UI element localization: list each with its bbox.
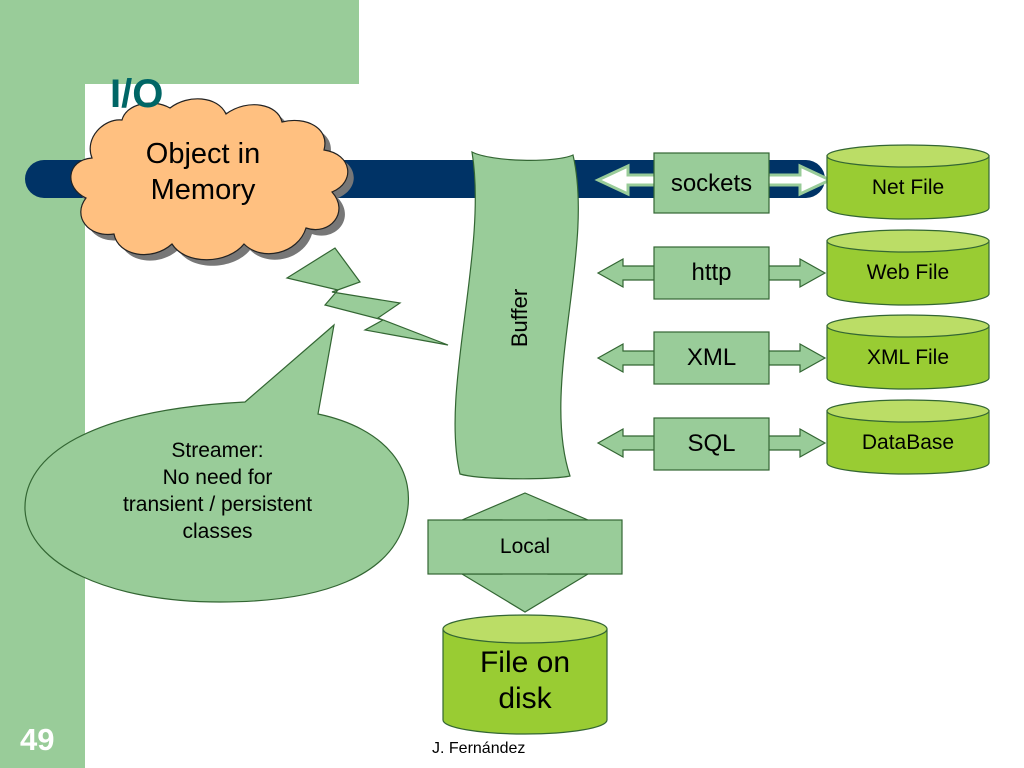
sql-box[interactable] <box>653 417 770 471</box>
streamer-line-3: transient / persistent <box>122 493 313 516</box>
page-number: 49 <box>20 722 55 757</box>
author: J. Fernández <box>432 740 526 757</box>
streamer-label: Streamer: No need for transient / persis… <box>90 437 345 545</box>
http-box[interactable] <box>653 246 770 300</box>
net-file-label: Net File <box>871 176 945 199</box>
net-file-cylinder[interactable] <box>826 144 990 220</box>
web-file-label: Web File <box>866 261 950 284</box>
object-cloud <box>70 98 354 266</box>
sockets-box[interactable] <box>653 152 770 214</box>
streamer-callout <box>24 323 410 603</box>
object-line-1: Object in <box>145 138 261 170</box>
database-label: DataBase <box>861 431 955 454</box>
streamer-line-2: No need for <box>162 466 273 489</box>
buffer-shape <box>454 150 579 480</box>
http-label: http <box>691 259 732 286</box>
xml-file-cylinder[interactable] <box>826 314 990 390</box>
object-label: Object in Memory <box>113 136 293 208</box>
local-box[interactable] <box>427 519 623 575</box>
disk-cylinder[interactable] <box>442 614 608 735</box>
slide-title: I/O <box>110 72 164 116</box>
disk-label: File on disk <box>443 645 607 717</box>
local-label: Local <box>499 535 551 558</box>
buffer-label: Buffer <box>507 288 532 348</box>
disk-line-1: File on <box>479 646 571 679</box>
object-line-2: Memory <box>150 174 256 206</box>
streamer-line-4: classes <box>182 520 253 543</box>
top-band <box>85 0 359 84</box>
xml-file-label: XML File <box>866 346 950 369</box>
database-cylinder[interactable] <box>826 399 990 475</box>
web-file-cylinder[interactable] <box>826 229 990 306</box>
xml-box[interactable] <box>653 331 770 385</box>
side-band <box>0 0 85 768</box>
xml-label: XML <box>686 344 737 371</box>
disk-line-2: disk <box>498 682 552 715</box>
lightning-bolt-icon <box>285 247 449 346</box>
streamer-line-1: Streamer: <box>171 439 264 462</box>
sockets-label: sockets <box>670 170 753 197</box>
sql-label: SQL <box>687 430 736 457</box>
